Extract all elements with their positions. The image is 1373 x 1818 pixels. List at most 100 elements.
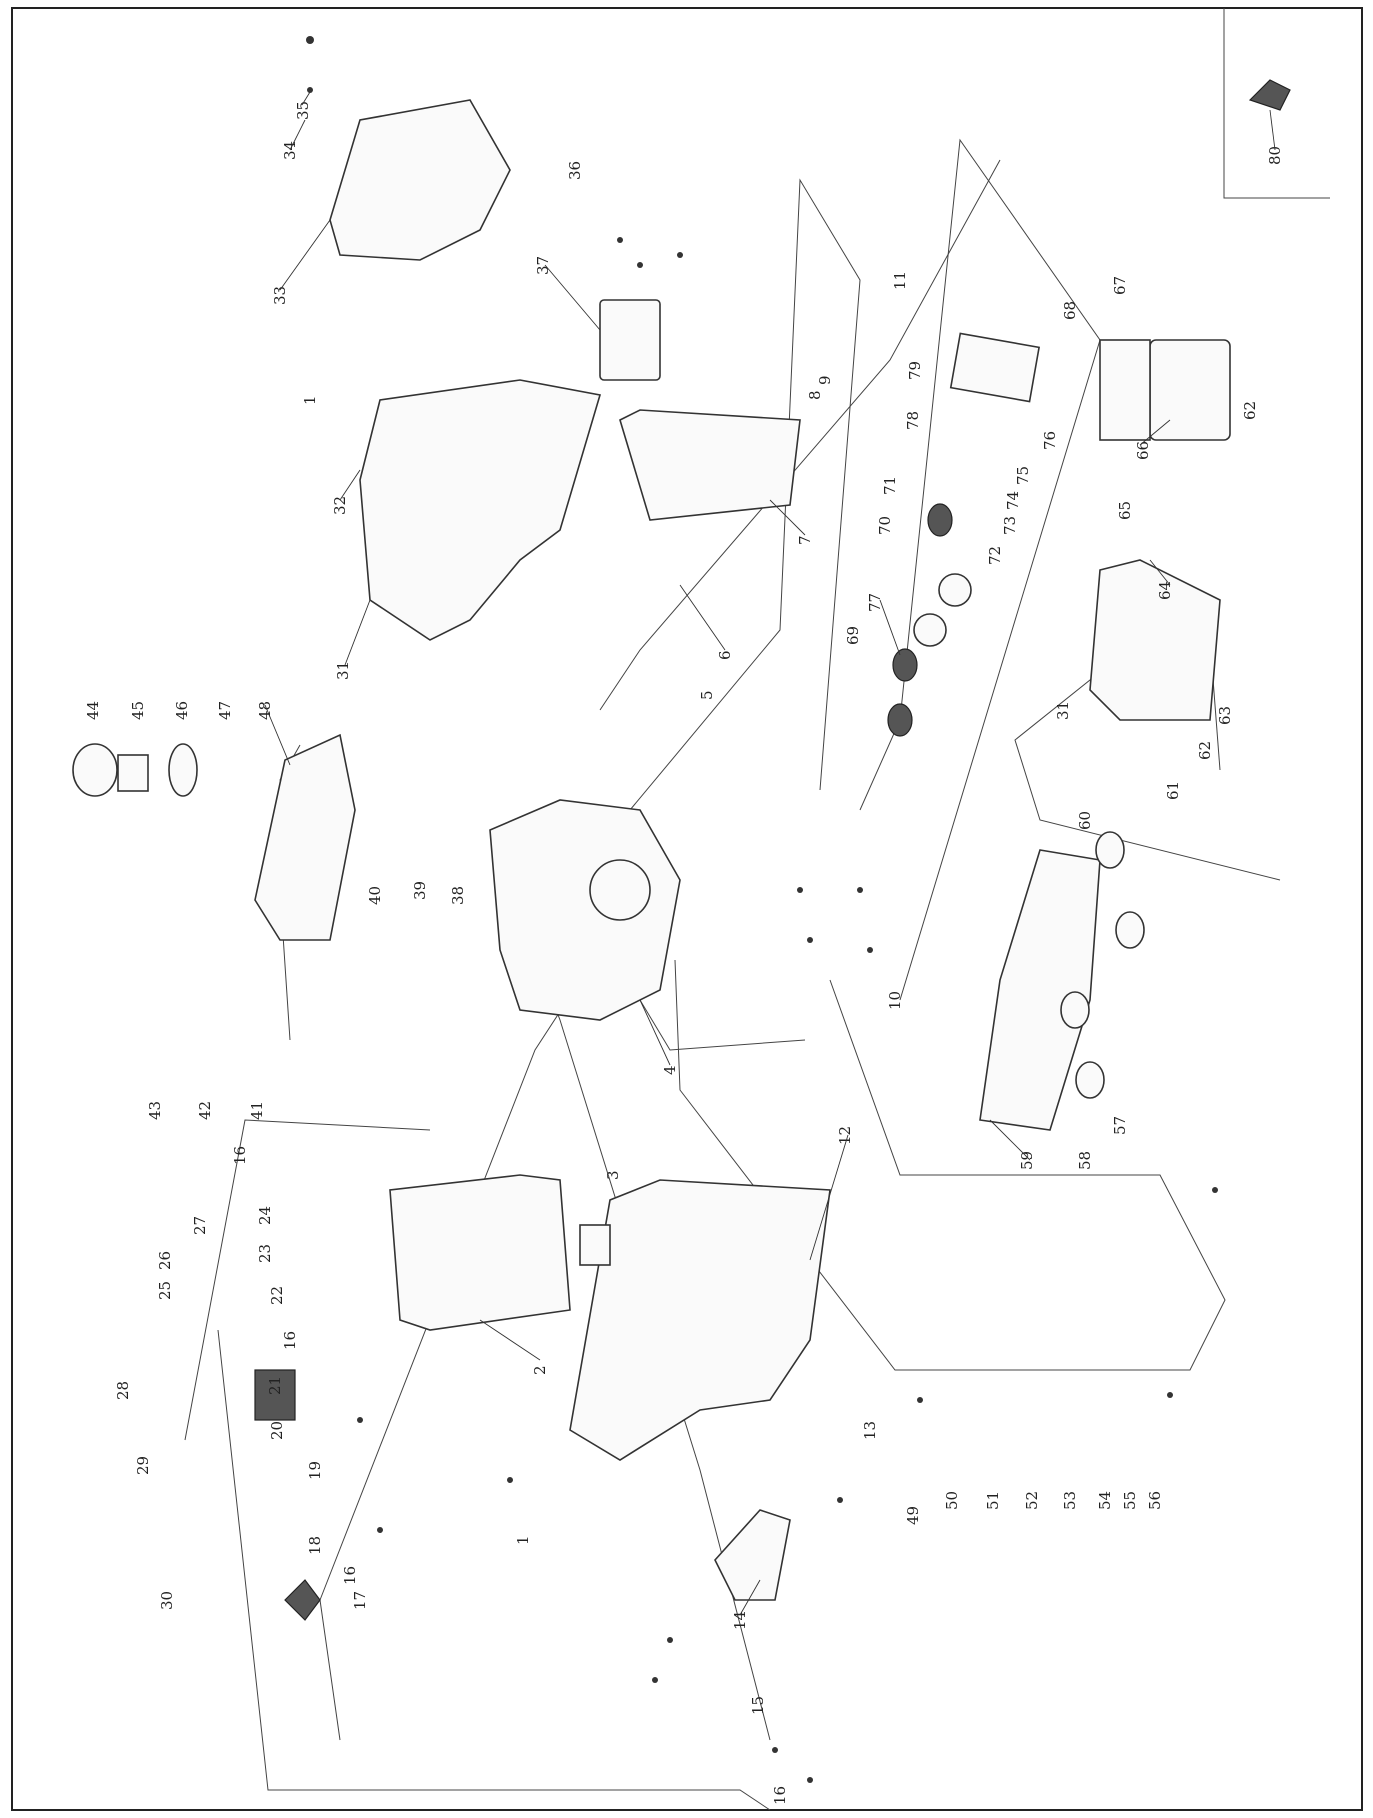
label-7: 7 (796, 535, 814, 545)
label-80: 80 (1266, 146, 1284, 165)
label-16b: 16 (281, 1331, 299, 1350)
part-labels: 35 34 33 1 32 31 36 37 8 9 7 6 5 11 79 7… (84, 101, 1284, 1805)
label-39: 39 (411, 881, 429, 900)
label-38: 38 (449, 886, 467, 905)
label-73: 73 (1001, 516, 1019, 535)
inset-box (1223, 8, 1330, 199)
label-53: 53 (1061, 1491, 1079, 1510)
label-32: 32 (331, 496, 349, 515)
label-2: 2 (531, 1365, 549, 1375)
leader-lines (264, 91, 1276, 1616)
label-11: 11 (891, 271, 909, 290)
part-31-frame (359, 379, 602, 641)
part-20-block (254, 1369, 296, 1421)
part-2-front-panel (389, 1174, 571, 1331)
label-24: 24 (256, 1206, 274, 1225)
part-76-faceplate (949, 332, 1041, 403)
label-75: 75 (1014, 466, 1032, 485)
label-9: 9 (816, 375, 834, 385)
label-46: 46 (173, 701, 191, 720)
part-18-clip (284, 1579, 321, 1621)
label-67: 67 (1111, 276, 1129, 295)
label-69: 69 (844, 626, 862, 645)
label-36: 36 (566, 161, 584, 180)
label-40: 40 (366, 886, 384, 905)
label-14: 14 (731, 1611, 749, 1630)
label-61: 61 (1164, 781, 1182, 800)
part-48-fuel-tank (254, 733, 356, 941)
label-76: 76 (1041, 431, 1059, 450)
part-46-ring (168, 743, 198, 797)
label-64: 64 (1156, 581, 1174, 600)
label-55: 55 (1121, 1491, 1139, 1510)
label-58: 58 (1076, 1151, 1094, 1170)
label-17: 17 (351, 1591, 369, 1610)
label-16a: 16 (231, 1146, 249, 1165)
label-31: 31 (334, 661, 352, 680)
part-44-cap (72, 743, 118, 797)
part-66-battery (1149, 339, 1231, 441)
label-72: 72 (986, 546, 1004, 565)
part-12-side-shell (569, 1179, 831, 1461)
part-33-side-panel (329, 99, 511, 261)
label-1b: 1 (514, 1535, 532, 1545)
label-50: 50 (943, 1491, 961, 1510)
label-29: 29 (134, 1456, 152, 1475)
label-28: 28 (114, 1381, 132, 1400)
label-10: 10 (886, 991, 904, 1010)
label-59: 59 (1018, 1151, 1036, 1170)
label-52: 52 (1023, 1491, 1041, 1510)
label-8: 8 (806, 390, 824, 400)
label-44: 44 (84, 701, 102, 720)
label-37: 37 (534, 256, 552, 275)
label-78: 78 (904, 411, 922, 430)
label-35: 35 (294, 101, 312, 120)
part-67-grid (1099, 339, 1151, 441)
label-74: 74 (1004, 491, 1022, 510)
page-frame (11, 7, 1363, 1811)
label-25: 25 (156, 1281, 174, 1300)
label-49: 49 (904, 1506, 922, 1525)
label-48: 48 (256, 701, 274, 720)
label-57: 57 (1111, 1116, 1129, 1135)
part-14-grille (714, 1509, 791, 1601)
label-33: 33 (271, 286, 289, 305)
part-3-bracket (579, 1224, 611, 1266)
part-4-engine (489, 799, 681, 1021)
label-21: 21 (266, 1376, 284, 1395)
label-65: 65 (1116, 501, 1134, 520)
label-12: 12 (836, 1126, 854, 1145)
label-20: 20 (268, 1421, 286, 1440)
part-45-filter (117, 754, 149, 792)
label-56: 56 (1146, 1491, 1164, 1510)
label-66: 66 (1134, 441, 1152, 460)
label-41: 41 (248, 1101, 266, 1120)
label-22: 22 (268, 1286, 286, 1305)
label-16c: 16 (341, 1566, 359, 1585)
label-79: 79 (906, 361, 924, 380)
label-13: 13 (861, 1421, 879, 1440)
part-7-panel-housing (619, 409, 801, 521)
label-54: 54 (1096, 1491, 1114, 1510)
label-62a: 62 (1241, 401, 1259, 420)
part-37-cover (599, 299, 661, 381)
label-71: 71 (881, 476, 899, 495)
part-63-handle (1089, 559, 1221, 721)
label-77: 77 (866, 593, 884, 612)
label-34: 34 (281, 141, 299, 160)
label-51: 51 (984, 1491, 1002, 1510)
label-31b: 31 (1054, 701, 1072, 720)
label-68: 68 (1061, 301, 1079, 320)
label-6: 6 (716, 650, 734, 660)
label-18: 18 (306, 1536, 324, 1555)
part-80-inset (1248, 79, 1291, 111)
label-5: 5 (698, 690, 716, 700)
label-1a: 1 (301, 395, 319, 405)
label-63: 63 (1216, 706, 1234, 725)
label-16d: 16 (771, 1786, 789, 1805)
label-42: 42 (196, 1101, 214, 1120)
label-27: 27 (191, 1216, 209, 1235)
label-62b: 62 (1196, 741, 1214, 760)
label-4: 4 (661, 1065, 679, 1075)
